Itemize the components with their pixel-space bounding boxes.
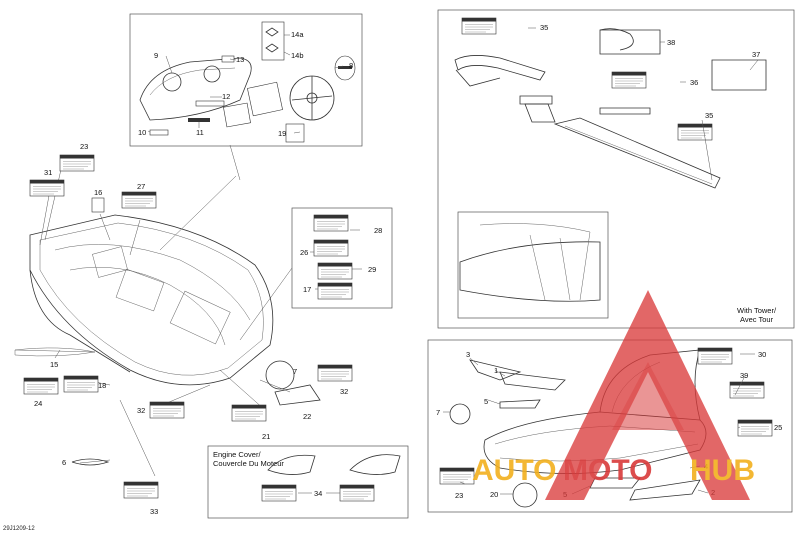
figure-code: 29J1209-12 — [3, 526, 35, 532]
callout-34: 34 — [314, 489, 322, 498]
callout-15: 15 — [50, 360, 58, 369]
callout-29: 29 — [368, 265, 376, 274]
callout-22: 22 — [303, 412, 311, 421]
callout-38: 38 — [667, 38, 675, 47]
watermark: AUTO MOTO HUB — [472, 290, 755, 500]
tower-panel — [437, 9, 795, 329]
callout-5a: 5 — [484, 397, 488, 406]
watermark-text-hub: HUB — [690, 454, 755, 487]
watermark-triangle-icon — [545, 290, 750, 500]
callout-12: 12 — [222, 92, 230, 101]
callout-1: 1 — [494, 366, 498, 375]
callout-23: 23 — [80, 142, 88, 151]
callout-11: 11 — [196, 128, 204, 137]
callout-numbers: 9 13 14a 14b 8 12 10 11 19 23 31 16 27 2… — [34, 23, 782, 516]
callout-13: 13 — [236, 55, 244, 64]
decal-group-panel — [291, 207, 393, 309]
callout-35a: 35 — [540, 23, 548, 32]
callout-27: 27 — [137, 182, 145, 191]
callout-10: 10 — [138, 128, 146, 137]
watermark-text-moto: MOTO — [563, 454, 652, 487]
callout-32a: 32 — [340, 387, 348, 396]
callout-6: 6 — [62, 458, 66, 467]
engine-cover-caption-fr: Couvercle Du Moteur — [213, 459, 284, 468]
callout-35b: 35 — [705, 111, 713, 120]
callout-21: 21 — [262, 432, 270, 441]
callout-7a: 7 — [293, 367, 297, 376]
callout-25: 25 — [774, 423, 782, 432]
callout-37: 37 — [752, 50, 760, 59]
callout-17: 17 — [303, 285, 311, 294]
callout-8: 8 — [349, 61, 353, 70]
callout-36: 36 — [690, 78, 698, 87]
engine-cover-panel — [207, 445, 409, 519]
with-tower-caption-en: With Tower/ — [737, 306, 777, 315]
callout-20: 20 — [490, 490, 498, 499]
callout-30: 30 — [758, 350, 766, 359]
callout-14a: 14a — [291, 30, 304, 39]
callout-33: 33 — [150, 507, 158, 516]
callout-3: 3 — [466, 350, 470, 359]
callout-23b: 23 — [455, 491, 463, 500]
callout-24: 24 — [34, 399, 42, 408]
engine-cover-caption-en: Engine Cover/ — [213, 450, 261, 459]
callout-16: 16 — [94, 188, 102, 197]
callout-28: 28 — [374, 226, 382, 235]
dashboard-inset — [129, 13, 363, 147]
callout-32b: 32 — [137, 406, 145, 415]
callout-18: 18 — [98, 381, 106, 390]
boat-illustration — [14, 144, 293, 477]
with-tower-caption-fr: Avec Tour — [740, 315, 774, 324]
callout-14b: 14b — [291, 51, 304, 60]
callout-26: 26 — [300, 248, 308, 257]
callout-31: 31 — [44, 168, 52, 177]
watermark-text-auto: AUTO — [472, 454, 556, 487]
callout-7b: 7 — [436, 408, 440, 417]
callout-19: 19 — [278, 129, 286, 138]
small-decal-16 — [91, 197, 105, 213]
callout-9: 9 — [154, 51, 158, 60]
callout-39: 39 — [740, 371, 748, 380]
